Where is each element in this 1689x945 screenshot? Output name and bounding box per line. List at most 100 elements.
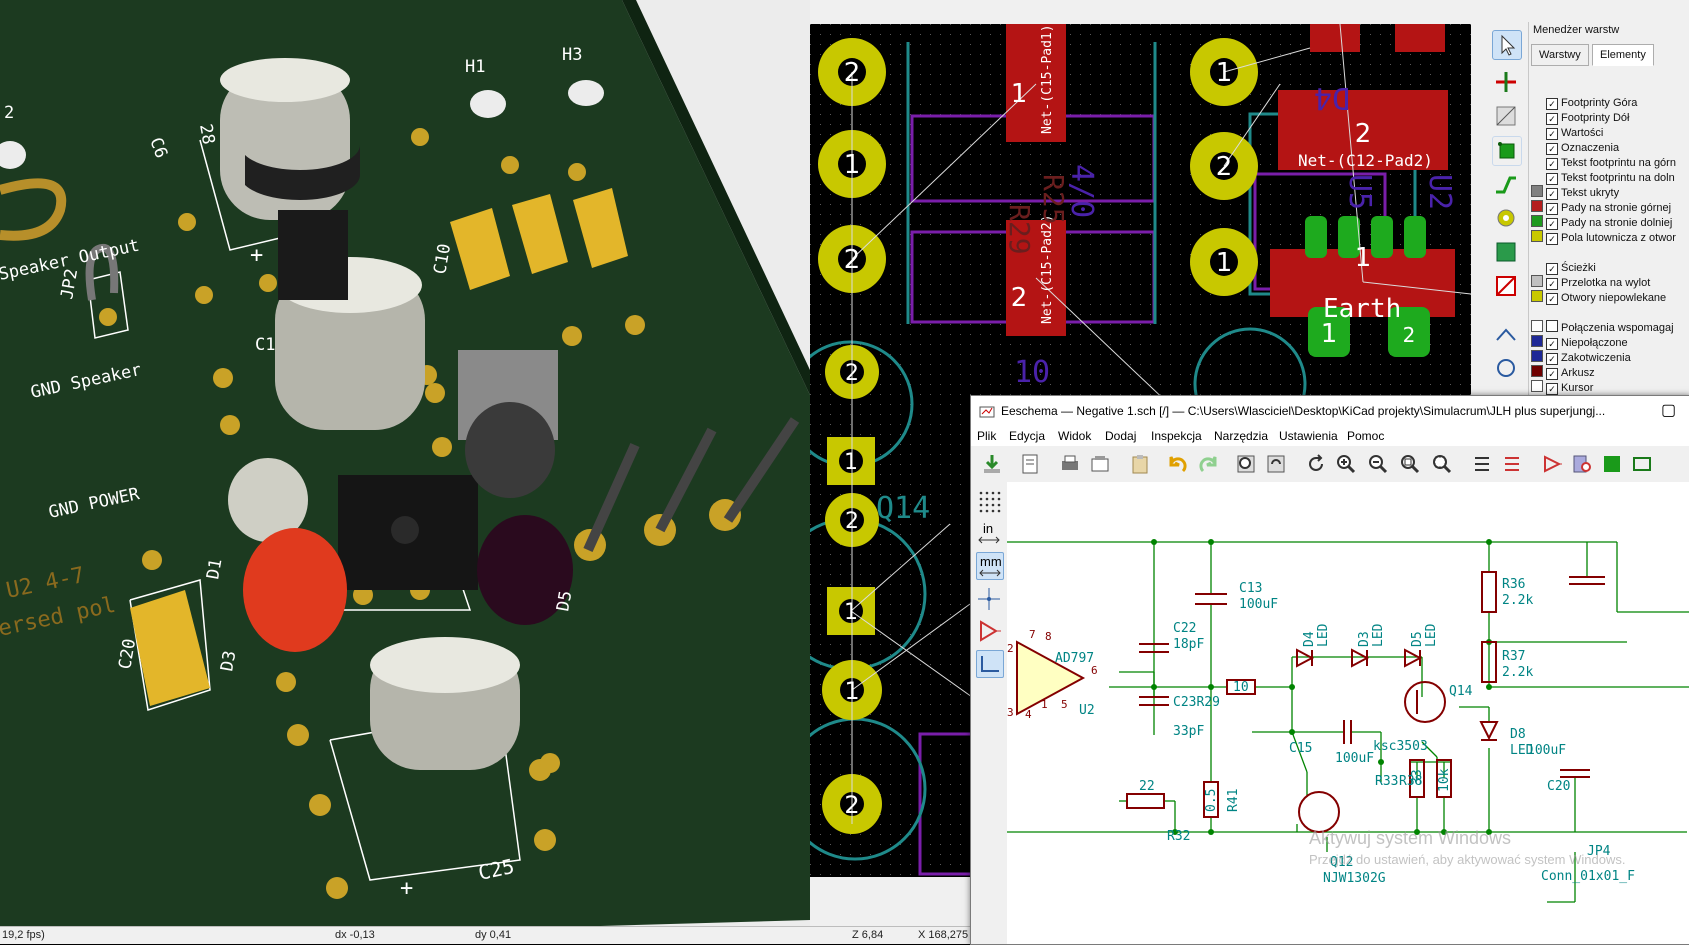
layer-item-row[interactable]: ✓Arkusz xyxy=(1531,365,1595,380)
layer-item-row[interactable]: ✓Tekst footprintu na górn xyxy=(1531,155,1676,170)
layer-visibility-checkbox[interactable]: ✓ xyxy=(1546,158,1558,170)
hidden-pins-icon[interactable] xyxy=(976,618,1002,644)
menu-widok[interactable]: Widok xyxy=(1058,429,1092,443)
add-footprint-icon[interactable] xyxy=(1492,136,1522,166)
layer-visibility-checkbox[interactable]: ✓ xyxy=(1546,113,1558,125)
menu-inspekcja[interactable]: Inspekcja xyxy=(1151,429,1202,443)
find-replace-icon[interactable] xyxy=(1265,453,1287,475)
layer-visibility-checkbox[interactable]: ✓ xyxy=(1546,368,1558,380)
layer-item-row[interactable]: ✓Zakotwiczenia xyxy=(1531,350,1631,365)
menu-edycja[interactable]: Edycja xyxy=(1009,429,1046,443)
layer-color-swatch[interactable] xyxy=(1531,230,1543,242)
graphic-line-icon[interactable] xyxy=(1492,320,1520,348)
tab-items[interactable]: Elementy xyxy=(1592,44,1654,66)
net-label: Net-(C12-Pad2) xyxy=(1298,151,1433,170)
layer-item-row[interactable]: ✓Footprinty Dół xyxy=(1531,110,1629,125)
select-tool-icon[interactable] xyxy=(1492,30,1522,60)
layer-item-row[interactable]: ✓Niepołączone xyxy=(1531,335,1628,350)
layer-item-row[interactable]: ✓Ścieżki xyxy=(1531,260,1596,275)
graphic-circle-icon[interactable] xyxy=(1492,354,1520,382)
menu-plik[interactable]: Plik xyxy=(977,429,997,443)
add-via-icon[interactable] xyxy=(1492,204,1520,232)
units-inch-button[interactable]: in xyxy=(976,520,1002,546)
zoom-fit-icon[interactable] xyxy=(1399,453,1421,475)
page-settings-icon[interactable] xyxy=(1019,453,1041,475)
layer-color-swatch[interactable] xyxy=(1531,320,1543,332)
menu-ustawienia[interactable]: Ustawienia xyxy=(1279,429,1338,443)
menu-narzedzia[interactable]: Narzędzia xyxy=(1214,429,1269,443)
layer-color-swatch[interactable] xyxy=(1531,380,1543,392)
layer-color-swatch[interactable] xyxy=(1531,275,1543,287)
layer-item-row[interactable]: ✓Tekst ukryty xyxy=(1531,185,1619,200)
layer-visibility-checkbox[interactable]: ✓ xyxy=(1546,203,1558,215)
erc-icon[interactable] xyxy=(1631,453,1653,475)
save-icon[interactable] xyxy=(981,453,1003,475)
layer-visibility-checkbox[interactable]: ✓ xyxy=(1546,173,1558,185)
label-r37: R37 xyxy=(1502,649,1525,664)
layer-color-swatch[interactable] xyxy=(1531,185,1543,197)
add-zone-icon[interactable] xyxy=(1492,238,1520,266)
minimize-icon[interactable]: ▢ xyxy=(1661,402,1677,419)
library-browser-icon[interactable] xyxy=(1571,453,1593,475)
layer-item-row[interactable]: ✓Tekst footprintu na doln xyxy=(1531,170,1675,185)
plot-icon[interactable] xyxy=(1089,453,1111,475)
zoom-in-icon[interactable] xyxy=(1335,453,1357,475)
zoom-out-icon[interactable] xyxy=(1367,453,1389,475)
simulator-icon[interactable] xyxy=(1541,453,1563,475)
zoom-selection-icon[interactable] xyxy=(1431,453,1453,475)
layer-visibility-checkbox[interactable]: ✓ xyxy=(1546,218,1558,230)
layer-item-row[interactable]: Połączenia wspomagaj xyxy=(1531,320,1674,335)
layer-item-row[interactable]: ✓Pola lutownicza z otwor xyxy=(1531,230,1676,245)
keepout-icon[interactable] xyxy=(1492,272,1520,300)
tab-layers[interactable]: Warstwy xyxy=(1531,44,1589,66)
layer-visibility-checkbox[interactable]: ✓ xyxy=(1546,293,1558,305)
layer-item-row[interactable]: ✓Oznaczenia xyxy=(1531,140,1619,155)
layer-visibility-checkbox[interactable]: ✓ xyxy=(1546,263,1558,275)
highlight-net-icon[interactable] xyxy=(1492,68,1520,96)
route-track-icon[interactable] xyxy=(1492,170,1520,198)
layer-color-swatch[interactable] xyxy=(1531,350,1543,362)
units-mm-button[interactable]: mm xyxy=(976,552,1004,580)
layer-visibility-checkbox[interactable]: ✓ xyxy=(1546,353,1558,365)
menu-dodaj[interactable]: Dodaj xyxy=(1105,429,1137,443)
menu-pomoc[interactable]: Pomoc xyxy=(1347,429,1385,443)
wire-angle-icon[interactable] xyxy=(976,650,1004,678)
layer-item-row[interactable]: ✓Otwory niepowlekane xyxy=(1531,290,1666,305)
schematic-canvas[interactable]: C13 100uF C22 18pF C23R29 33pF AD797 U2 … xyxy=(1007,482,1689,944)
cursor-shape-icon[interactable] xyxy=(976,586,1002,612)
find-icon[interactable] xyxy=(1235,453,1257,475)
layer-color-swatch[interactable] xyxy=(1531,290,1543,302)
print-icon[interactable] xyxy=(1059,453,1081,475)
layer-visibility-checkbox[interactable]: ✓ xyxy=(1546,383,1558,395)
paste-icon[interactable] xyxy=(1129,453,1151,475)
layer-visibility-checkbox[interactable]: ✓ xyxy=(1546,278,1558,290)
layer-item-row[interactable]: ✓Footprinty Góra xyxy=(1531,95,1637,110)
layer-visibility-checkbox[interactable]: ✓ xyxy=(1546,143,1558,155)
layer-visibility-checkbox[interactable]: ✓ xyxy=(1546,233,1558,245)
layer-visibility-checkbox[interactable] xyxy=(1546,320,1558,332)
layer-color-swatch[interactable] xyxy=(1531,200,1543,212)
layer-color-swatch[interactable] xyxy=(1531,335,1543,347)
annotate-icon[interactable] xyxy=(1601,453,1623,475)
layer-item-row[interactable]: ✓Pady na stronie dolniej xyxy=(1531,215,1672,230)
local-ratsnest-icon[interactable] xyxy=(1492,102,1520,130)
hierarchy-icon[interactable] xyxy=(1471,453,1493,475)
layer-visibility-checkbox[interactable]: ✓ xyxy=(1546,338,1558,350)
3d-viewer-pane[interactable]: H1 H3 C6 28 Speaker Output JP2 C10 C1 GN… xyxy=(0,0,810,943)
layer-item-row[interactable]: ✓Kursor xyxy=(1531,380,1593,395)
pad-num: 1 xyxy=(1216,58,1233,88)
label-conn: Conn_01x01_F xyxy=(1541,869,1635,884)
redo-icon[interactable] xyxy=(1197,453,1219,475)
grid-toggle-icon[interactable] xyxy=(976,488,1002,514)
layer-item-row[interactable]: ✓Pady na stronie górnej xyxy=(1531,200,1671,215)
refresh-icon[interactable] xyxy=(1305,453,1327,475)
layer-item-row[interactable]: ✓Wartości xyxy=(1531,125,1603,140)
undo-icon[interactable] xyxy=(1167,453,1189,475)
leave-sheet-icon[interactable] xyxy=(1501,453,1523,475)
layer-item-row[interactable]: ✓Przelotka na wylot xyxy=(1531,275,1650,290)
layer-visibility-checkbox[interactable]: ✓ xyxy=(1546,128,1558,140)
layer-color-swatch[interactable] xyxy=(1531,365,1543,377)
layer-color-swatch[interactable] xyxy=(1531,215,1543,227)
layer-visibility-checkbox[interactable]: ✓ xyxy=(1546,188,1558,200)
layer-visibility-checkbox[interactable]: ✓ xyxy=(1546,98,1558,110)
